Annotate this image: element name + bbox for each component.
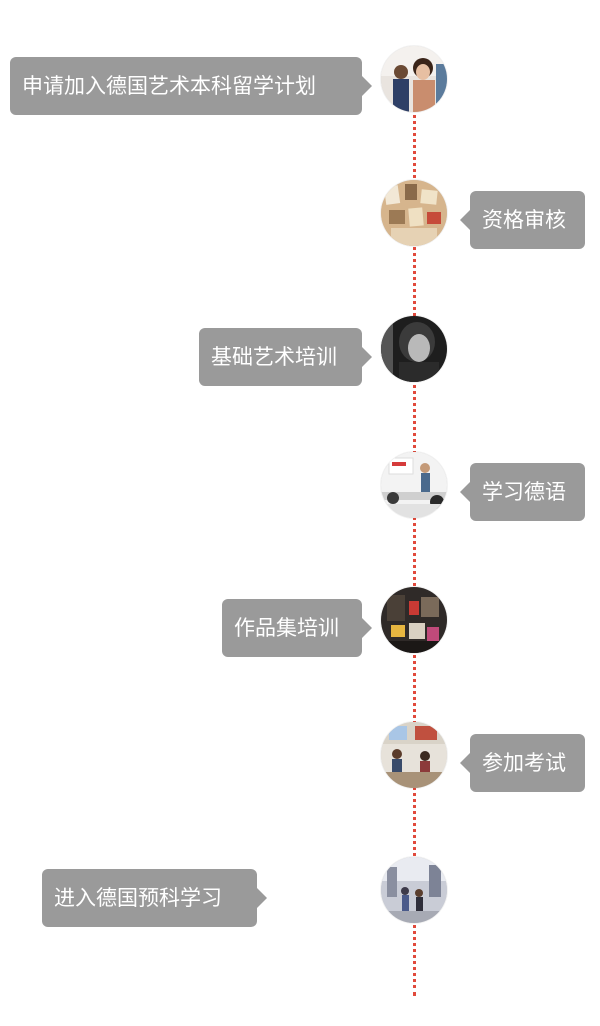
step-3-portrait-photo	[381, 316, 447, 382]
step-6-exam-room-photo	[381, 722, 447, 788]
step-2-documents-photo	[381, 180, 447, 246]
step-1-students-photo	[381, 46, 447, 112]
step-4-label: 学习德语	[460, 463, 585, 521]
step-7-label: 进入德国预科学习	[42, 869, 267, 927]
step-5-studio-photo	[381, 587, 447, 653]
timeline-dotted-line	[413, 78, 416, 996]
step-2-label: 资格审核	[460, 191, 585, 249]
step-7-campus-photo	[381, 857, 447, 923]
step-3-label: 基础艺术培训	[199, 328, 372, 386]
step-4-classroom-photo	[381, 452, 447, 518]
step-5-label: 作品集培训	[222, 599, 372, 657]
step-6-label: 参加考试	[460, 734, 585, 792]
step-1-label: 申请加入德国艺术本科留学计划	[10, 57, 372, 115]
